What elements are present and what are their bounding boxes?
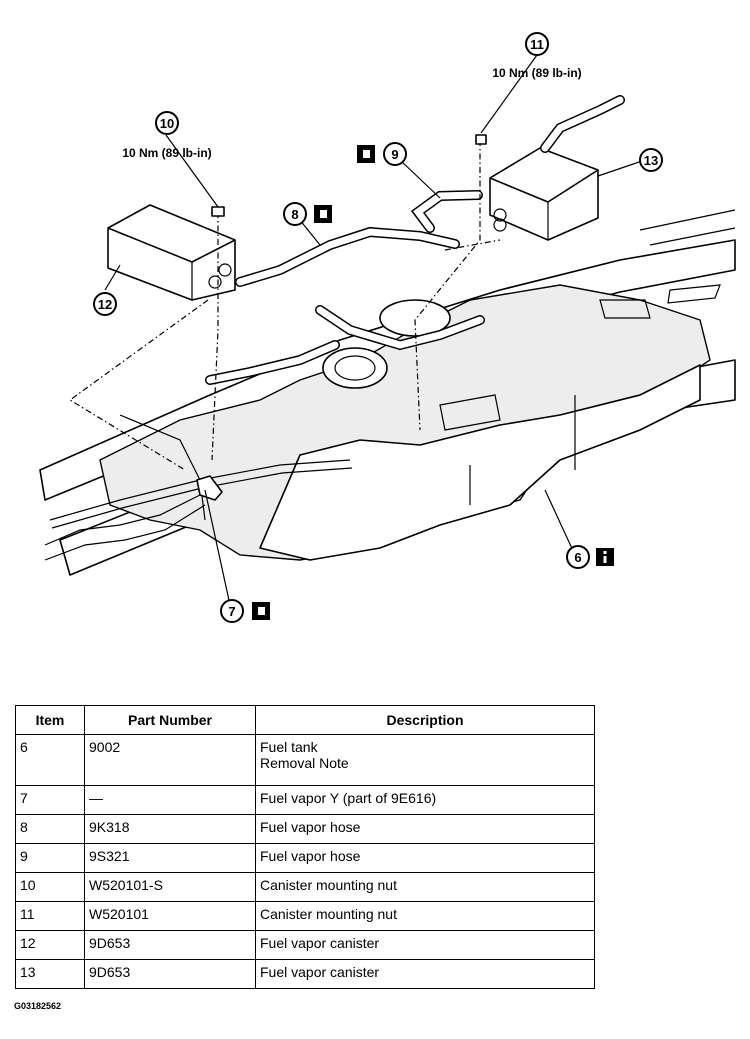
cell-part-number: W520101-S	[84, 872, 256, 902]
table-row: 12 9D653 Fuel vapor canister	[15, 930, 595, 960]
callout-9: 9	[357, 142, 407, 166]
table-row: 10 W520101-S Canister mounting nut	[15, 872, 595, 902]
table-row: 8 9K318 Fuel vapor hose	[15, 814, 595, 844]
callout-8: 8	[283, 202, 332, 226]
svg-text:7: 7	[228, 604, 235, 619]
fuel-lines	[44, 414, 353, 561]
table-row: 9 9S321 Fuel vapor hose	[15, 843, 595, 873]
cell-part-number: 9D653	[84, 930, 256, 960]
cell-item: 13	[15, 959, 85, 989]
description-line: Fuel tank	[260, 739, 318, 755]
cell-description: Canister mounting nut	[255, 872, 595, 902]
svg-text:10: 10	[160, 116, 174, 131]
cell-description: Fuel vapor Y (part of 9E616)	[255, 785, 595, 815]
cell-part-number: —	[84, 785, 256, 815]
callout-11: 11	[525, 32, 549, 56]
info-square-icon	[596, 548, 614, 566]
hose-9	[410, 95, 625, 233]
alignment-lines	[68, 140, 501, 471]
callout-12: 12	[93, 292, 117, 316]
callout-13: 13	[639, 148, 663, 172]
callout-7: 7	[220, 599, 270, 623]
leader-lines	[104, 54, 646, 606]
svg-text:9: 9	[391, 147, 398, 162]
torque-11: 10 Nm (89 lb-in)	[492, 66, 581, 80]
callout-6: 6	[566, 545, 590, 569]
cell-item: 11	[15, 901, 85, 931]
fuel-tank	[99, 284, 721, 561]
cell-item: 6	[15, 734, 85, 786]
header-item: Item	[15, 705, 85, 735]
cell-item: 7	[15, 785, 85, 815]
cell-item: 10	[15, 872, 85, 902]
svg-text:13: 13	[644, 153, 658, 168]
removal-note-link[interactable]: Removal Note	[260, 755, 349, 771]
table-row: 6 9002 Fuel tank Removal Note	[15, 734, 595, 786]
table-row: 7 — Fuel vapor Y (part of 9E616)	[15, 785, 595, 815]
cell-part-number: 9S321	[84, 843, 256, 873]
cell-part-number: 9D653	[84, 959, 256, 989]
cell-description: Canister mounting nut	[255, 901, 595, 931]
cell-description: Fuel vapor canister	[255, 930, 595, 960]
header-description: Description	[255, 705, 595, 735]
cell-item: 8	[15, 814, 85, 844]
parts-table: Item Part Number Description 6 9002 Fuel…	[15, 705, 595, 989]
svg-text:8: 8	[291, 207, 298, 222]
mounting-nuts	[211, 134, 487, 217]
cell-part-number: 9002	[84, 734, 256, 786]
canister-12	[107, 204, 236, 301]
svg-text:6: 6	[574, 550, 581, 565]
torque-10: 10 Nm (89 lb-in)	[122, 146, 211, 160]
cell-part-number: W520101	[84, 901, 256, 931]
hose-8	[235, 226, 460, 287]
fuel-tank-exploded-diagram: 10 10 Nm (89 lb-in) 11 10 Nm (89 lb-in) …	[39, 32, 736, 623]
svg-text:11: 11	[530, 37, 544, 52]
cell-description: Fuel vapor canister	[255, 959, 595, 989]
table-header-row: Item Part Number Description	[15, 705, 595, 735]
cell-item: 12	[15, 930, 85, 960]
callout-10: 10	[155, 111, 179, 135]
cell-part-number: 9K318	[84, 814, 256, 844]
figure-id: G03182562	[14, 1001, 62, 1011]
table-row: 11 W520101 Canister mounting nut	[15, 901, 595, 931]
cell-item: 9	[15, 843, 85, 873]
cell-description: Fuel vapor hose	[255, 843, 595, 873]
canister-13	[489, 147, 599, 241]
fuel-vapor-y	[196, 475, 223, 501]
svg-text:12: 12	[98, 297, 112, 312]
table-row: 13 9D653 Fuel vapor canister	[15, 959, 595, 989]
cell-description: Fuel tank Removal Note	[255, 734, 595, 786]
cell-description: Fuel vapor hose	[255, 814, 595, 844]
header-part-number: Part Number	[84, 705, 256, 735]
